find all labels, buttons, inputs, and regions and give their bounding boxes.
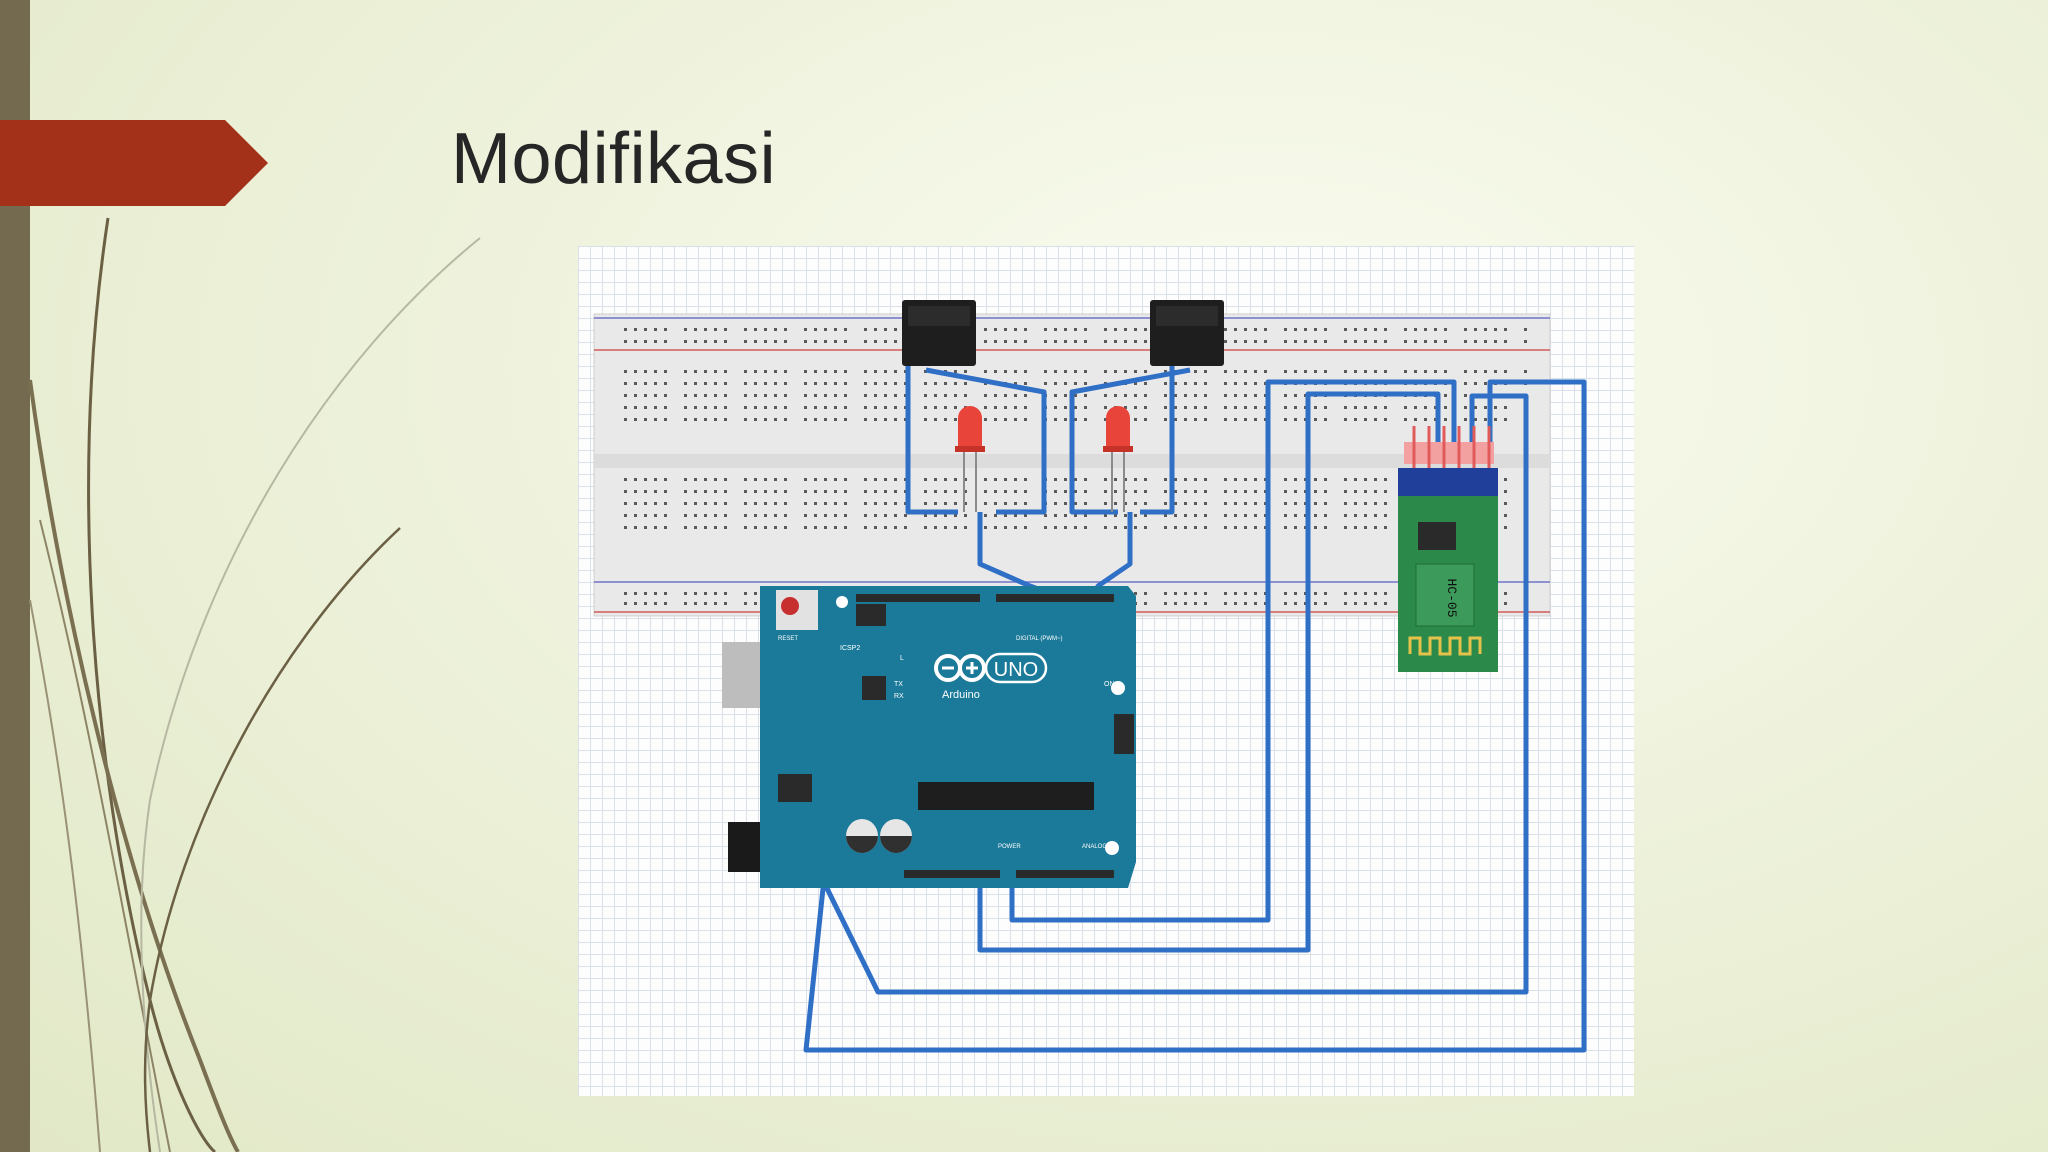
wire-bt-rx — [803, 379, 1587, 1053]
arduino-tx-label: TX — [894, 681, 903, 688]
arduino-model-text: UNO — [994, 659, 1038, 681]
wire-bt-tx — [811, 393, 1529, 995]
decorative-swooshes — [28, 217, 481, 1152]
arduino-l-label: L — [900, 655, 904, 662]
wire-bt-vcc — [1009, 379, 1457, 923]
led-1 — [955, 406, 985, 512]
wire-bt-gnd — [977, 391, 1441, 953]
wire-relay1-led1 — [905, 360, 958, 515]
circuit-diagram: HC-05 — [578, 246, 1634, 1096]
arduino-analog-label: ANALOG IN — [1082, 844, 1115, 850]
relay-2 — [1150, 300, 1224, 366]
led-2 — [1103, 406, 1133, 512]
arduino-on-label: ON — [1104, 681, 1115, 688]
arduino-reset-label: RESET — [778, 636, 798, 642]
arduino-uno: UNO Arduino RESET ICSP2 DIGITAL (PWM~) L… — [722, 586, 1136, 888]
arduino-digital-label: DIGITAL (PWM~) — [1016, 636, 1063, 642]
wire-relay1-return — [925, 367, 1047, 515]
bluetooth-module: HC-05 — [1398, 426, 1498, 672]
title-arrow-tab — [0, 120, 268, 206]
slide-title: Modifikasi — [451, 119, 777, 199]
relay-1 — [902, 300, 976, 366]
bt-module-label: HC-05 — [1444, 578, 1459, 617]
wire-relay2-led2 — [1069, 367, 1191, 515]
arduino-brand-text: Arduino — [942, 689, 980, 701]
arduino-icsp-label: ICSP2 — [840, 645, 860, 652]
wire-relay2-return — [1140, 360, 1175, 515]
arduino-power-label: POWER — [998, 844, 1021, 850]
arduino-rx-label: RX — [894, 693, 904, 700]
